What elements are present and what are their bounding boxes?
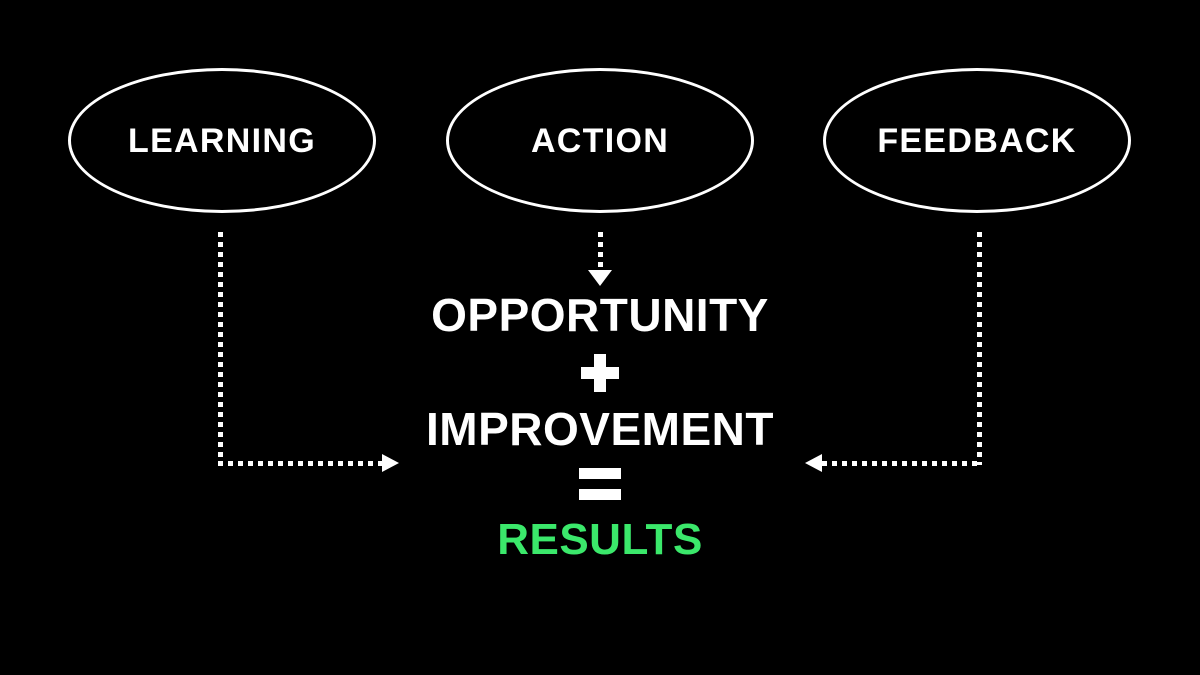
node-feedback-label: FEEDBACK [877, 121, 1077, 160]
equation-term-improvement: IMPROVEMENT [426, 403, 774, 455]
connector-learning-vertical-line [218, 232, 223, 465]
equation-result-results: RESULTS [497, 515, 703, 564]
equals-bar-bottom [579, 489, 621, 500]
node-action-label: ACTION [530, 121, 670, 160]
equals-operator-icon [579, 468, 621, 500]
node-learning-label: LEARNING [128, 121, 316, 160]
connector-feedback-vertical-line [977, 232, 982, 465]
plus-operator-icon [581, 354, 619, 392]
connector-action-to-opportunity-line [598, 232, 603, 272]
arrow-left-icon [805, 454, 822, 472]
equals-bar-top [579, 468, 621, 479]
node-action[interactable]: ACTION [446, 68, 754, 213]
connector-learning-horizontal-line [218, 461, 384, 466]
node-feedback[interactable]: FEEDBACK [823, 68, 1131, 213]
arrow-down-icon [588, 270, 612, 286]
equation-stack: OPPORTUNITY IMPROVEMENT RESULTS [0, 292, 1200, 562]
arrow-right-icon [382, 454, 399, 472]
equation-term-opportunity: OPPORTUNITY [431, 289, 769, 341]
node-learning[interactable]: LEARNING [68, 68, 376, 213]
connector-feedback-horizontal-line [822, 461, 980, 466]
